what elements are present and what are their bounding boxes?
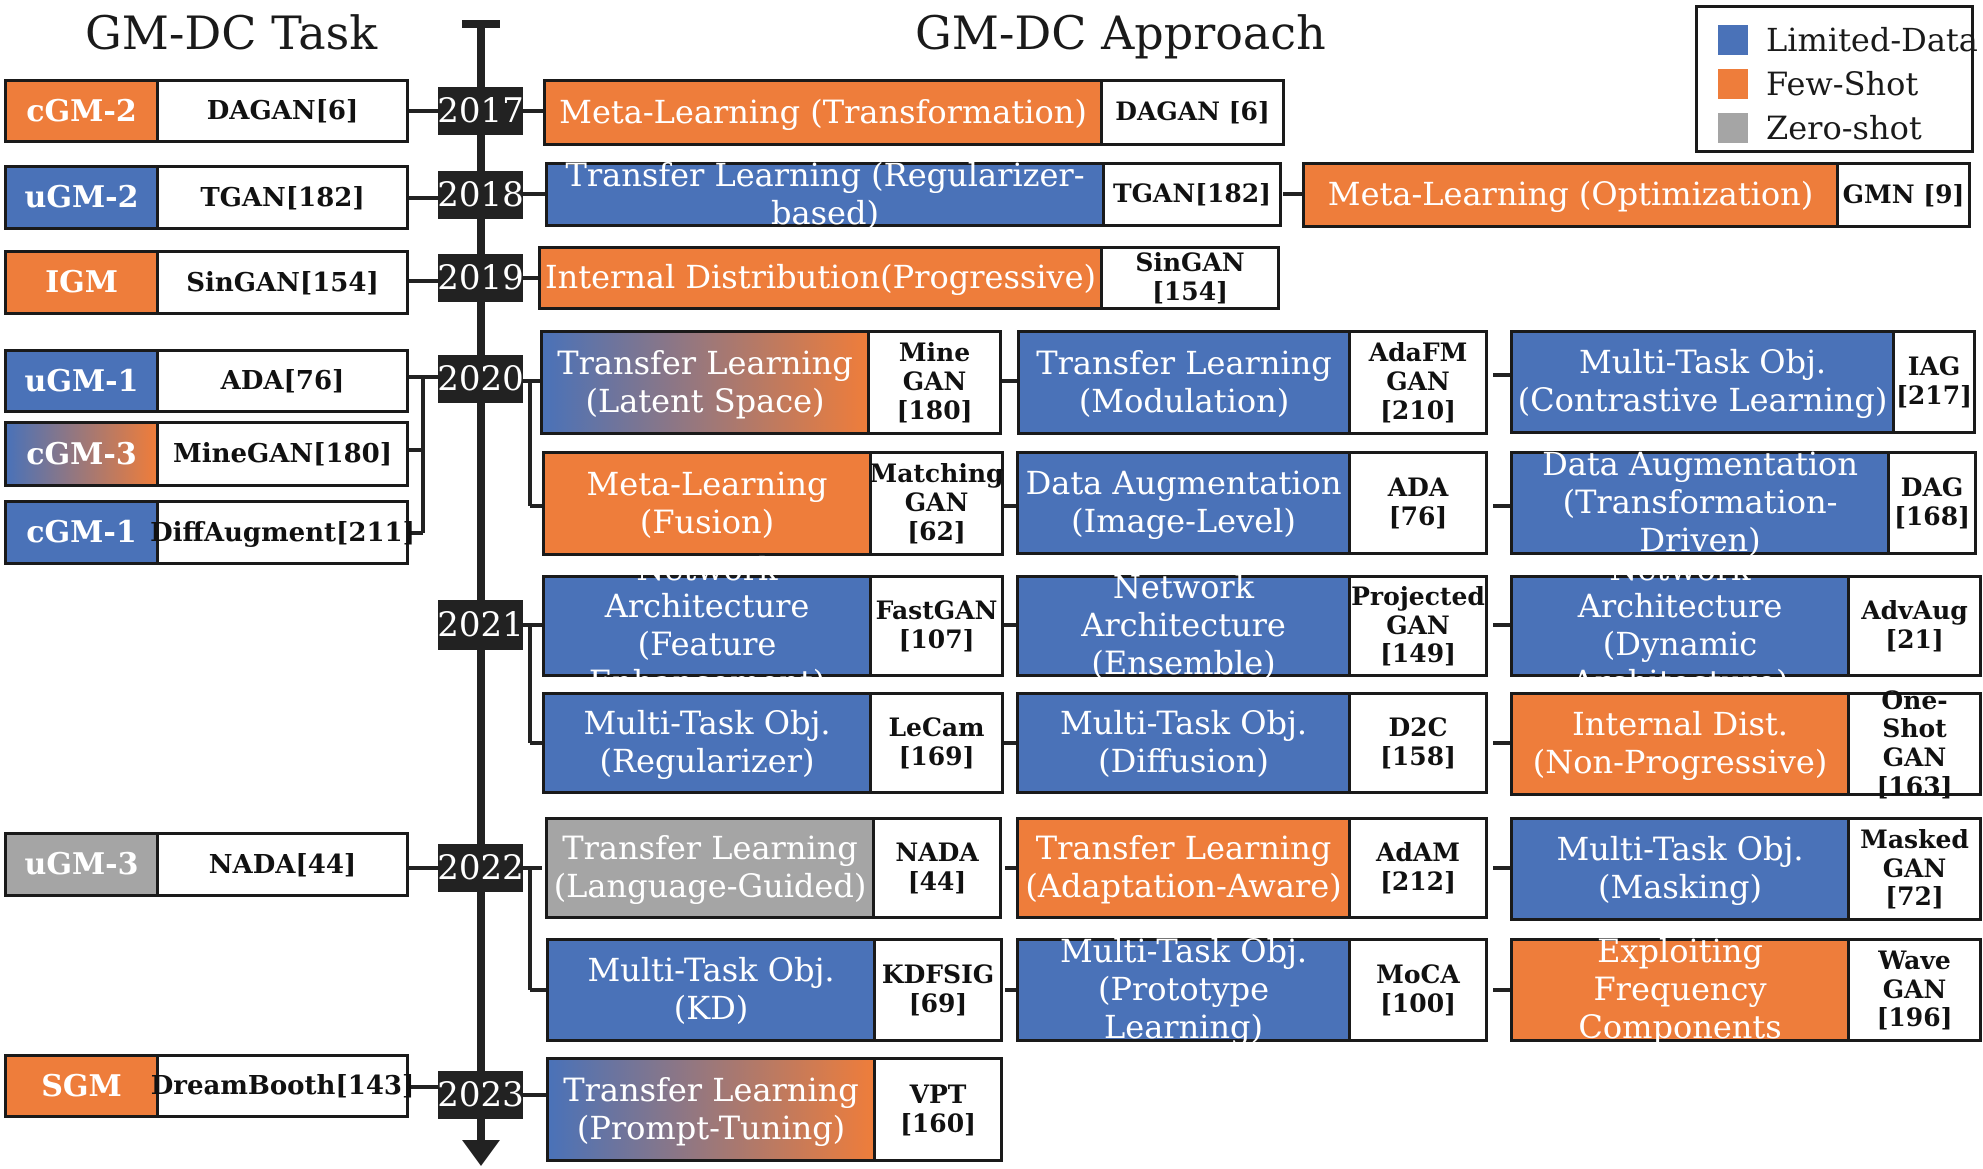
task-type-box: IGM [4, 250, 159, 315]
approach-method-box: Transfer Learning (Prompt-Tuning) [546, 1057, 876, 1162]
legend: Limited-Data Few-Shot Zero-shot [1695, 5, 1978, 153]
task-type-box: SGM [4, 1054, 159, 1118]
task-reference-box: MineGAN[180] [156, 421, 409, 487]
task-type-box: cGM-3 [4, 421, 159, 487]
approach-method-box: Network Architecture (Dynamic Architectu… [1510, 550, 1850, 701]
legend-item: Limited-Data [1718, 21, 1978, 59]
approach-method-box: Data Augmentation (Image-Level) [1016, 451, 1351, 555]
approach-reference-box: VPT [160] [873, 1057, 1003, 1162]
approach-reference-box: D2C [158] [1348, 692, 1488, 794]
year-label: 2021 [437, 600, 524, 650]
approach-reference-box: AdvAug [21] [1847, 575, 1982, 677]
legend-label: Zero-shot [1766, 109, 1922, 147]
task-reference-box: DiffAugment[211] [150, 500, 415, 565]
approach-method-box: Meta-Learning (Transformation) [543, 79, 1103, 146]
task-column-header: GM-DC Task [85, 6, 378, 60]
approach-reference-box: Masked GAN [72] [1847, 817, 1982, 921]
legend-item: Few-Shot [1718, 65, 1919, 103]
approach-method-box: Internal Dist. (Non-Progressive) [1510, 692, 1850, 796]
task-reference-box: TGAN[182] [156, 165, 409, 230]
approach-reference-box: DAG [168] [1887, 451, 1977, 555]
approach-reference-box: GMN [9] [1836, 162, 1971, 228]
approach-column-header: GM-DC Approach [915, 6, 1326, 60]
task-type-box: uGM-3 [4, 832, 159, 897]
legend-swatch [1718, 25, 1748, 55]
approach-reference-box: Projected GAN [149] [1348, 575, 1488, 677]
task-reference-box: NADA[44] [156, 832, 409, 897]
approach-reference-box: KDFSIG [69] [873, 938, 1003, 1042]
approach-method-box: Meta-Learning (Fusion) [542, 451, 872, 556]
approach-reference-box: SinGAN [154] [1100, 246, 1280, 310]
year-label: 2017 [437, 87, 524, 135]
legend-swatch [1718, 113, 1748, 143]
year-label: 2022 [437, 844, 524, 892]
approach-method-box: Exploiting Frequency Components [1510, 932, 1850, 1046]
task-type-box: cGM-1 [4, 500, 159, 565]
task-reference-box: SinGAN[154] [156, 250, 409, 315]
approach-reference-box: NADA [44] [872, 817, 1002, 919]
approach-reference-box: DAGAN [6] [1100, 79, 1285, 146]
task-type-box: uGM-1 [4, 349, 159, 413]
approach-method-box: Meta-Learning (Optimization) [1302, 162, 1839, 228]
approach-reference-box: FastGAN [107] [869, 575, 1004, 677]
year-label: 2018 [437, 171, 524, 219]
approach-reference-box: Mine GAN [180] [867, 330, 1002, 435]
approach-method-box: Multi-Task Obj. (Prototype Learning) [1016, 932, 1351, 1046]
approach-reference-box: Matching GAN [62] [869, 451, 1004, 556]
approach-method-box: Multi-Task Obj. (Regularizer) [542, 692, 872, 794]
approach-method-box: Data Augmentation (Transformation-Driven… [1510, 445, 1890, 559]
approach-method-box: Multi-Task Obj. (Contrastive Learning) [1510, 330, 1895, 434]
approach-method-box: Transfer Learning (Adaptation-Aware) [1016, 817, 1351, 919]
approach-reference-box: IAG [217] [1892, 330, 1976, 434]
approach-reference-box: AdAM [212] [1348, 817, 1488, 919]
task-reference-box: DreamBooth[143] [151, 1054, 414, 1118]
task-type-box: uGM-2 [4, 165, 159, 230]
approach-method-box: Transfer Learning (Modulation) [1017, 330, 1351, 435]
task-reference-box: DAGAN[6] [156, 79, 409, 143]
approach-reference-box: TGAN[182] [1102, 162, 1282, 227]
year-label: 2023 [437, 1071, 524, 1119]
approach-method-box: Internal Distribution(Progressive) [538, 246, 1103, 310]
approach-method-box: Transfer Learning (Latent Space) [540, 330, 870, 435]
task-reference-box: ADA[76] [156, 349, 409, 413]
approach-method-box: Transfer Learning (Language-Guided) [545, 817, 875, 919]
task-type-box: cGM-2 [4, 79, 159, 143]
year-label: 2019 [437, 254, 524, 302]
approach-method-box: Network Architecture (Feature Enhancemen… [542, 550, 872, 701]
approach-method-box: Multi-Task Obj. (Diffusion) [1016, 692, 1351, 794]
approach-reference-box: LeCam [169] [869, 692, 1004, 794]
approach-reference-box: AdaFM GAN [210] [1348, 330, 1488, 435]
legend-label: Few-Shot [1766, 65, 1919, 103]
approach-reference-box: Wave GAN [196] [1847, 938, 1982, 1042]
approach-method-box: Network Architecture (Ensemble) [1016, 568, 1351, 682]
approach-method-box: Transfer Learning (Regularizer-based) [545, 156, 1105, 231]
approach-reference-box: One-Shot GAN [163] [1847, 686, 1982, 801]
legend-swatch [1718, 69, 1748, 99]
year-label: 2020 [437, 355, 524, 403]
legend-item: Zero-shot [1718, 109, 1922, 147]
legend-label: Limited-Data [1766, 21, 1978, 59]
approach-method-box: Multi-Task Obj. (KD) [546, 938, 876, 1042]
approach-method-box: Multi-Task Obj. (Masking) [1510, 817, 1850, 921]
approach-reference-box: ADA [76] [1348, 451, 1488, 555]
approach-reference-box: MoCA [100] [1348, 938, 1488, 1042]
